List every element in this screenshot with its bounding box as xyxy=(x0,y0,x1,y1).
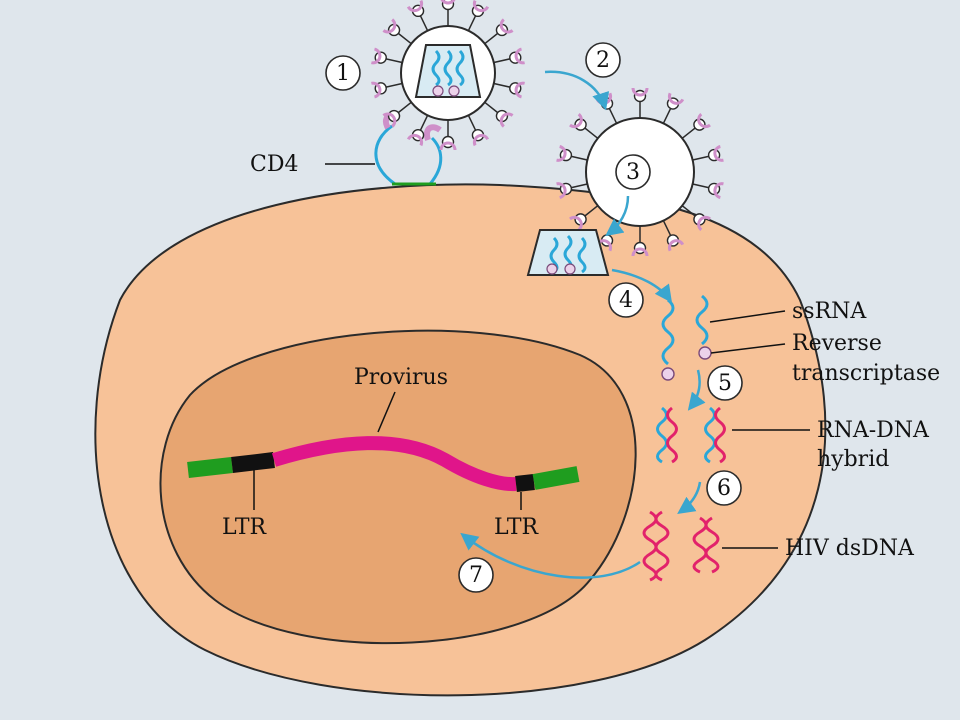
step-number: 1 xyxy=(336,61,350,86)
step-circle xyxy=(615,154,651,190)
provirus-integration: Provirus LTR LTR xyxy=(187,365,580,540)
reverse-transcriptase-enzyme xyxy=(432,85,444,97)
step-number: 6 xyxy=(717,476,731,501)
rna-dna-hybrids: RNA-DNA hybrid xyxy=(656,406,930,472)
cd4-receptor xyxy=(374,124,396,186)
virion-1 xyxy=(371,0,525,151)
hybrid-label-line2: hybrid xyxy=(817,447,889,472)
viral-rna xyxy=(455,49,465,87)
arrow-step-2 xyxy=(544,70,610,111)
reverse-transcriptase-enzyme xyxy=(698,346,712,360)
arrow-step-4 xyxy=(611,268,673,303)
ltr-right-segment xyxy=(515,474,535,492)
viral-rna xyxy=(443,49,453,87)
step-number: 2 xyxy=(596,48,610,73)
reverse-transcriptase-label-line2: transcriptase xyxy=(792,361,940,386)
reverse-transcriptase-label-line1: Reverse xyxy=(792,331,882,356)
ssrna-strand xyxy=(695,294,709,346)
viral-rna xyxy=(431,49,441,87)
step-number: 5 xyxy=(718,371,732,396)
cd4-receptor-group: CD4 xyxy=(250,111,443,186)
reverse-transcriptase-enzyme xyxy=(661,367,675,381)
step-circle xyxy=(585,42,621,78)
step-circle xyxy=(706,470,742,506)
ltr-left-segment xyxy=(231,452,275,473)
host-dna-left xyxy=(187,457,233,478)
step-number: 7 xyxy=(469,563,483,588)
reverse-transcriptase-enzyme xyxy=(448,85,460,97)
arrow-step-7 xyxy=(460,532,641,579)
dsdna-label: HIV dsDNA xyxy=(785,536,915,561)
ssrna-strand xyxy=(661,298,675,366)
cd4-receptor xyxy=(428,136,443,185)
arrow-step-6 xyxy=(677,481,702,515)
ssrna-label: ssRNA xyxy=(792,299,867,324)
ltr-right-label: LTR xyxy=(494,515,539,540)
step-number: 4 xyxy=(619,288,633,313)
released-capsid xyxy=(526,229,610,276)
provirus-label: Provirus xyxy=(354,365,448,390)
cd4-label: CD4 xyxy=(250,152,298,177)
arrow-step-5 xyxy=(687,369,706,411)
step-number: 3 xyxy=(626,160,640,185)
arrow-step-3 xyxy=(605,195,630,237)
host-dna-right xyxy=(532,466,580,490)
hiv-dsdna: HIV dsDNA xyxy=(642,510,915,582)
step-markers: 1 2 3 4 5 6 7 xyxy=(325,42,743,593)
step-circle xyxy=(325,55,361,91)
step-circle xyxy=(707,365,743,401)
process-arrows xyxy=(460,70,706,579)
provirus-segment xyxy=(271,436,517,492)
hybrid-label-line1: RNA-DNA xyxy=(817,418,930,443)
step-circle xyxy=(458,557,494,593)
ltr-left-label: LTR xyxy=(222,515,267,540)
step-circle xyxy=(608,282,644,318)
ssrna-strands: ssRNA Reverse transcriptase xyxy=(661,294,940,386)
